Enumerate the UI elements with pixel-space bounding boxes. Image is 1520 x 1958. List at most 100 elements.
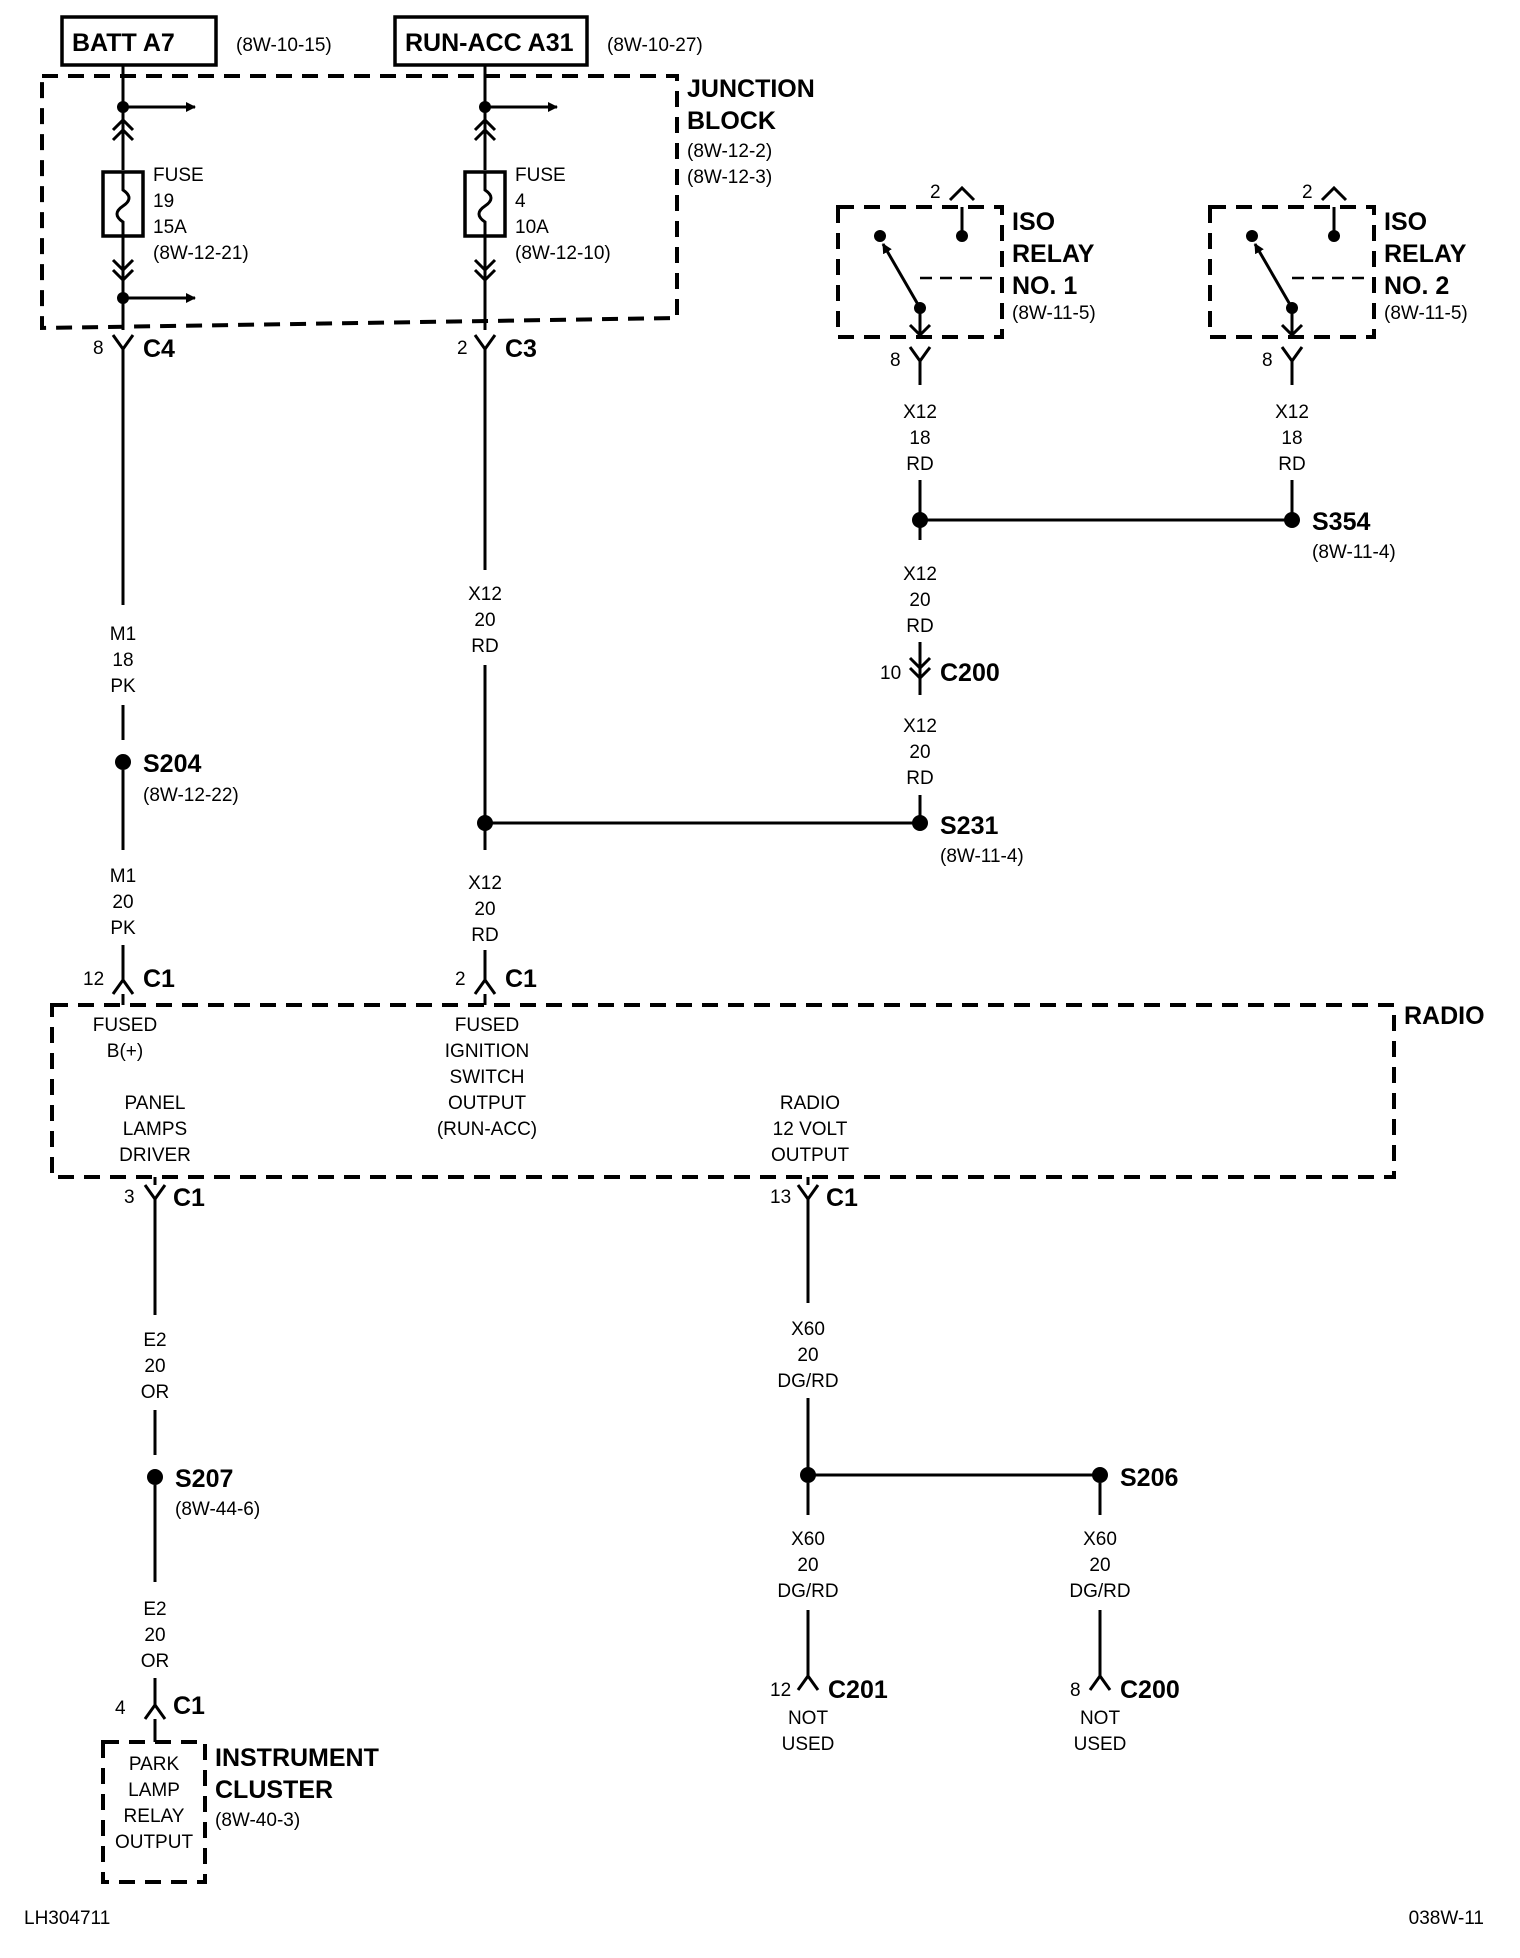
iso-relay-1-label-1: ISO (1012, 208, 1055, 236)
c3-connector-symbol (473, 334, 497, 352)
iso-relay-2-inner-connector (1280, 323, 1304, 338)
c1-12-connector-symbol (111, 977, 135, 995)
c1-2-name: C1 (505, 965, 537, 993)
run-acc-a31-label: RUN-ACC A31 (405, 29, 574, 57)
e2-a-label-1: E2 (143, 1330, 166, 1351)
radio-outline (50, 1003, 1396, 1179)
iso-relay-2-top-connector (1320, 185, 1348, 202)
radio-fused-ign-3: SWITCH (450, 1067, 525, 1088)
iso-relay-1-pin-bottom: 8 (890, 350, 901, 371)
cluster-inner-3: RELAY (124, 1806, 185, 1827)
m1-18-label-3: PK (110, 676, 136, 697)
x60-c-label-3: DG/RD (1069, 1581, 1130, 1602)
c201-not-used-1: NOT (788, 1708, 829, 1729)
s207-ref: (8W-44-6) (175, 1499, 260, 1520)
c200-not-used-1: NOT (1080, 1708, 1121, 1729)
iso-relay-2-switch-arm (1253, 243, 1294, 309)
c1-4-name: C1 (173, 1692, 205, 1720)
s204-splice-dot (115, 754, 131, 770)
fuse19-element (115, 172, 131, 236)
c200-bottom-connector-symbol (1088, 1673, 1112, 1691)
c1-4-pin: 4 (115, 1698, 126, 1719)
m1-20-label-3: PK (110, 918, 136, 939)
c4-connector-symbol (111, 334, 135, 352)
s207-name: S207 (175, 1465, 233, 1493)
c201-connector-symbol (796, 1673, 820, 1691)
x60-c-label-2: 20 (1089, 1555, 1110, 1576)
c200-top-connector-symbol (908, 656, 932, 681)
fuse4-element (477, 172, 493, 236)
c3-pin: 2 (457, 338, 468, 359)
x12-20-b-label-3: RD (471, 925, 498, 946)
c1-4-connector-symbol (143, 1702, 167, 1720)
x12-20-d-label-1: X12 (903, 716, 937, 737)
fuse4-label-2: 4 (515, 191, 526, 212)
c201-pin: 12 (770, 1680, 791, 1701)
batt-a7-ref: (8W-10-15) (236, 35, 332, 56)
x60-b-label-1: X60 (791, 1529, 825, 1550)
iso-relay-2-label-1: ISO (1384, 208, 1427, 236)
iso-relay-2-contact-a (1246, 230, 1258, 242)
junction-block-title-2: BLOCK (687, 107, 776, 135)
c200-top-pin: 10 (880, 663, 901, 684)
instrument-cluster-outline (101, 1740, 207, 1884)
radio-fused-ign-5: (RUN-ACC) (437, 1119, 537, 1140)
radio-panel-lamps-3: DRIVER (119, 1145, 191, 1166)
footer-left-code: LH304711 (24, 1908, 110, 1929)
x12-20-b-label-1: X12 (468, 873, 502, 894)
iso-relay-1-switch-arm (881, 243, 922, 309)
c200-bottom-name: C200 (1120, 1676, 1180, 1704)
fuse4-top-connector (473, 117, 497, 142)
e2-b-label-2: 20 (144, 1625, 165, 1646)
s231-name: S231 (940, 812, 998, 840)
s354-splice-dot (1284, 512, 1300, 528)
m1-18-label-2: 18 (112, 650, 133, 671)
c1-12-name: C1 (143, 965, 175, 993)
batt-a7-label: BATT A7 (72, 29, 175, 57)
iso-relay-2-label-3: NO. 2 (1384, 272, 1449, 300)
x12-20-c-label-2: 20 (909, 590, 930, 611)
c201-name: C201 (828, 1676, 888, 1704)
junction-block-title-1: JUNCTION (687, 75, 815, 103)
s206-splice-dot (1092, 1467, 1108, 1483)
x12-20-d-label-2: 20 (909, 742, 930, 763)
junction-block-ref-2: (8W-12-3) (687, 167, 772, 188)
x12-20-c-label-3: RD (906, 616, 933, 637)
m1-18-label-1: M1 (110, 624, 136, 645)
s354-ref: (8W-11-4) (1312, 542, 1396, 563)
s206-name: S206 (1120, 1464, 1178, 1492)
x60-a-label-1: X60 (791, 1319, 825, 1340)
x60-c-label-1: X60 (1083, 1529, 1117, 1550)
radio-fused-b-2: B(+) (107, 1041, 143, 1062)
fuse4-label-1: FUSE (515, 165, 566, 186)
x12-18-r2-label-2: 18 (1281, 428, 1302, 449)
footer-right-code: 038W-11 (1409, 1908, 1484, 1929)
x12-18-r2-label-1: X12 (1275, 402, 1309, 423)
instrument-cluster-title-1: INSTRUMENT (215, 1744, 379, 1772)
s207-splice-dot (147, 1469, 163, 1485)
c4-name: C4 (143, 335, 175, 363)
radio-title: RADIO (1404, 1002, 1485, 1030)
iso-relay-2-pin-bottom: 8 (1262, 350, 1273, 371)
fuse4-bottom-connector (473, 258, 497, 283)
s204-name: S204 (143, 750, 201, 778)
fuse19-bottom-connector (111, 258, 135, 283)
c200-bottom-pin: 8 (1070, 1680, 1081, 1701)
x60-a-label-2: 20 (797, 1345, 818, 1366)
x12-20-a-label-2: 20 (474, 610, 495, 631)
x60-b-label-3: DG/RD (777, 1581, 838, 1602)
iso-relay-1-contact-a (874, 230, 886, 242)
iso-relay-1-label-2: RELAY (1012, 240, 1095, 268)
fuse19-label-1: FUSE (153, 165, 204, 186)
x12-20-a-label-1: X12 (468, 584, 502, 605)
iso-relay-1-inner-connector (908, 323, 932, 338)
e2-a-label-2: 20 (144, 1356, 165, 1377)
batt-a7-box (60, 15, 218, 67)
s231-ref: (8W-11-4) (940, 846, 1024, 867)
e2-b-label-1: E2 (143, 1599, 166, 1620)
instrument-cluster-title-2: CLUSTER (215, 1776, 333, 1804)
c1-3-pin: 3 (124, 1187, 135, 1208)
x12-18-r2-label-3: RD (1278, 454, 1305, 475)
c1-13-pin: 13 (770, 1187, 791, 1208)
